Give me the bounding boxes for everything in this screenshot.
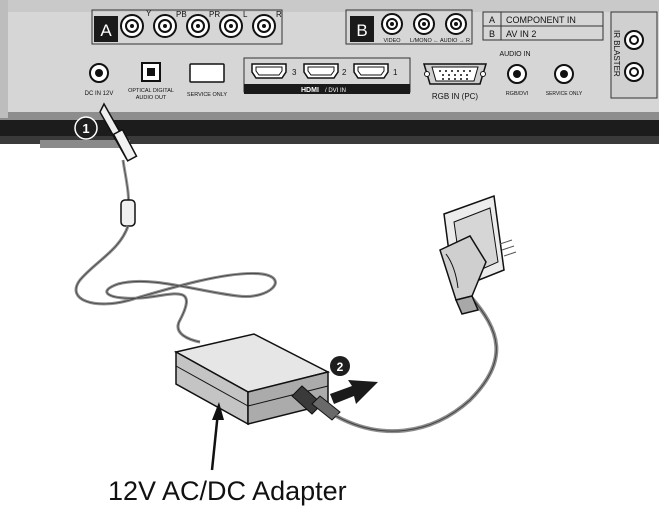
label-audio: L/MONO ← AUDIO → R bbox=[410, 38, 470, 44]
jack-pr bbox=[186, 14, 210, 38]
hdmi-block: 3 2 1 HDMI / DVI IN bbox=[243, 57, 411, 94]
ac-dc-adapter bbox=[173, 333, 331, 426]
label-video: VIDEO bbox=[383, 38, 401, 44]
ac-cord bbox=[335, 294, 499, 434]
audio-in-jack bbox=[507, 64, 527, 84]
group-a-component-in: A Y PB PR L R bbox=[91, 9, 283, 45]
step-1-number: 1 bbox=[82, 121, 89, 136]
adapter-ac-inlet-plug bbox=[291, 385, 341, 421]
group-a-letter: A bbox=[100, 21, 112, 40]
ir-jack-top bbox=[624, 30, 644, 50]
jack-audio-l bbox=[413, 13, 435, 35]
hdmi-logo: HDMI bbox=[301, 87, 319, 94]
jack-l bbox=[219, 14, 243, 38]
jack-y bbox=[120, 14, 144, 38]
group-a-badge bbox=[94, 16, 118, 42]
ir-jack-bottom bbox=[624, 62, 644, 82]
insertion-lines bbox=[499, 239, 517, 257]
service-port bbox=[189, 63, 225, 83]
dc-in-jack bbox=[89, 63, 109, 83]
hdmi-suffix: / DVI IN bbox=[325, 88, 346, 94]
legend-a-key: A bbox=[489, 15, 495, 25]
jack-video bbox=[381, 13, 403, 35]
tv-back-panel bbox=[0, 0, 659, 148]
caption-arrow bbox=[210, 402, 224, 471]
mains-plug bbox=[439, 235, 487, 315]
optical-port bbox=[141, 62, 161, 82]
jack-label-pr: PR bbox=[209, 10, 220, 19]
service-only-small-label: SERVICE ONLY bbox=[546, 91, 583, 97]
rgb-in-label: RGB IN (PC) bbox=[432, 92, 479, 101]
jack-label-y: Y bbox=[146, 9, 152, 18]
legend-box: A COMPONENT IN B AV IN 2 bbox=[482, 11, 604, 41]
hdmi-port-3 bbox=[251, 63, 287, 79]
hdmi-number-3: 3 bbox=[292, 68, 297, 77]
group-b-av-in: B VIDEO L/MONO ← AUDIO → R bbox=[345, 9, 473, 45]
adapter-caption: 12V AC/DC Adapter bbox=[108, 476, 347, 506]
rgb-in-port bbox=[422, 63, 488, 85]
jack-audio-r bbox=[445, 13, 467, 35]
step-2-number: 2 bbox=[337, 360, 344, 374]
group-b-letter: B bbox=[356, 21, 367, 40]
stand-bracket bbox=[40, 140, 130, 148]
optical-label-line1: OPTICAL DIGITAL bbox=[128, 88, 174, 94]
service-jack bbox=[554, 64, 574, 84]
dc-plug bbox=[99, 102, 138, 162]
jack-label-pb: PB bbox=[176, 10, 187, 19]
step-2-badge: 2 bbox=[330, 356, 350, 376]
legend-b-text: AV IN 2 bbox=[506, 29, 536, 39]
hdmi-number-1: 1 bbox=[393, 68, 398, 77]
jack-r bbox=[252, 14, 276, 38]
hdmi-port-2 bbox=[303, 63, 339, 79]
service-only-label: SERVICE ONLY bbox=[187, 92, 227, 98]
ferrite-core bbox=[120, 199, 136, 227]
jack-label-l: L bbox=[243, 10, 248, 19]
optical-label-line2: AUDIO OUT bbox=[136, 95, 167, 101]
hdmi-port-1 bbox=[353, 63, 389, 79]
dc-in-label: DC IN 12V bbox=[85, 91, 114, 97]
ir-blaster: IR BLASTER bbox=[610, 11, 658, 99]
jack-pb bbox=[153, 14, 177, 38]
jack-label-r: R bbox=[276, 10, 282, 19]
audio-in-label: AUDIO IN bbox=[499, 51, 530, 58]
hdmi-number-2: 2 bbox=[342, 68, 347, 77]
coiled-cable bbox=[74, 225, 277, 344]
legend-b-key: B bbox=[489, 29, 495, 39]
rgb-dvi-label: RGB/DVI bbox=[506, 91, 529, 97]
group-b-badge bbox=[350, 16, 374, 42]
legend-a-text: COMPONENT IN bbox=[506, 15, 576, 25]
step-1-badge: 1 bbox=[74, 116, 98, 140]
ir-blaster-label: IR BLASTER bbox=[612, 30, 621, 77]
insert-arrow bbox=[330, 380, 378, 404]
